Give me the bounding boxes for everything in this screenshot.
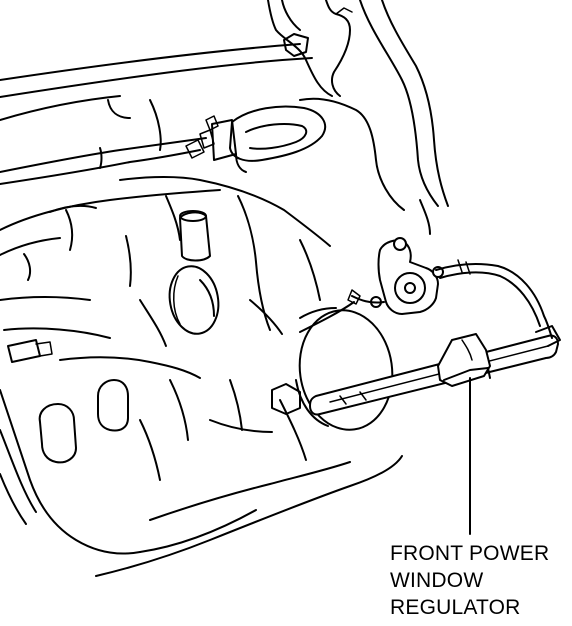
speaker-opening xyxy=(295,307,394,431)
callout-line-1: FRONT POWER xyxy=(390,542,550,565)
wire-clip-top xyxy=(283,0,353,97)
lower-access-holes xyxy=(38,379,129,464)
door-frame xyxy=(0,0,449,235)
cylinder-boss xyxy=(179,210,211,262)
inner-door-handle xyxy=(185,105,327,173)
callout-line-2: WINDOW xyxy=(390,569,484,592)
callout-line-3: REGULATOR xyxy=(390,596,521,619)
regulator-callout-label: FRONT POWER WINDOW REGULATOR xyxy=(390,540,549,621)
door-latch-rods xyxy=(0,137,207,185)
service-hole xyxy=(168,265,220,335)
inner-panel-contours xyxy=(0,99,331,481)
door-bottom-contour xyxy=(0,383,403,577)
front-power-window-regulator xyxy=(299,237,561,416)
side-clip xyxy=(7,339,53,363)
